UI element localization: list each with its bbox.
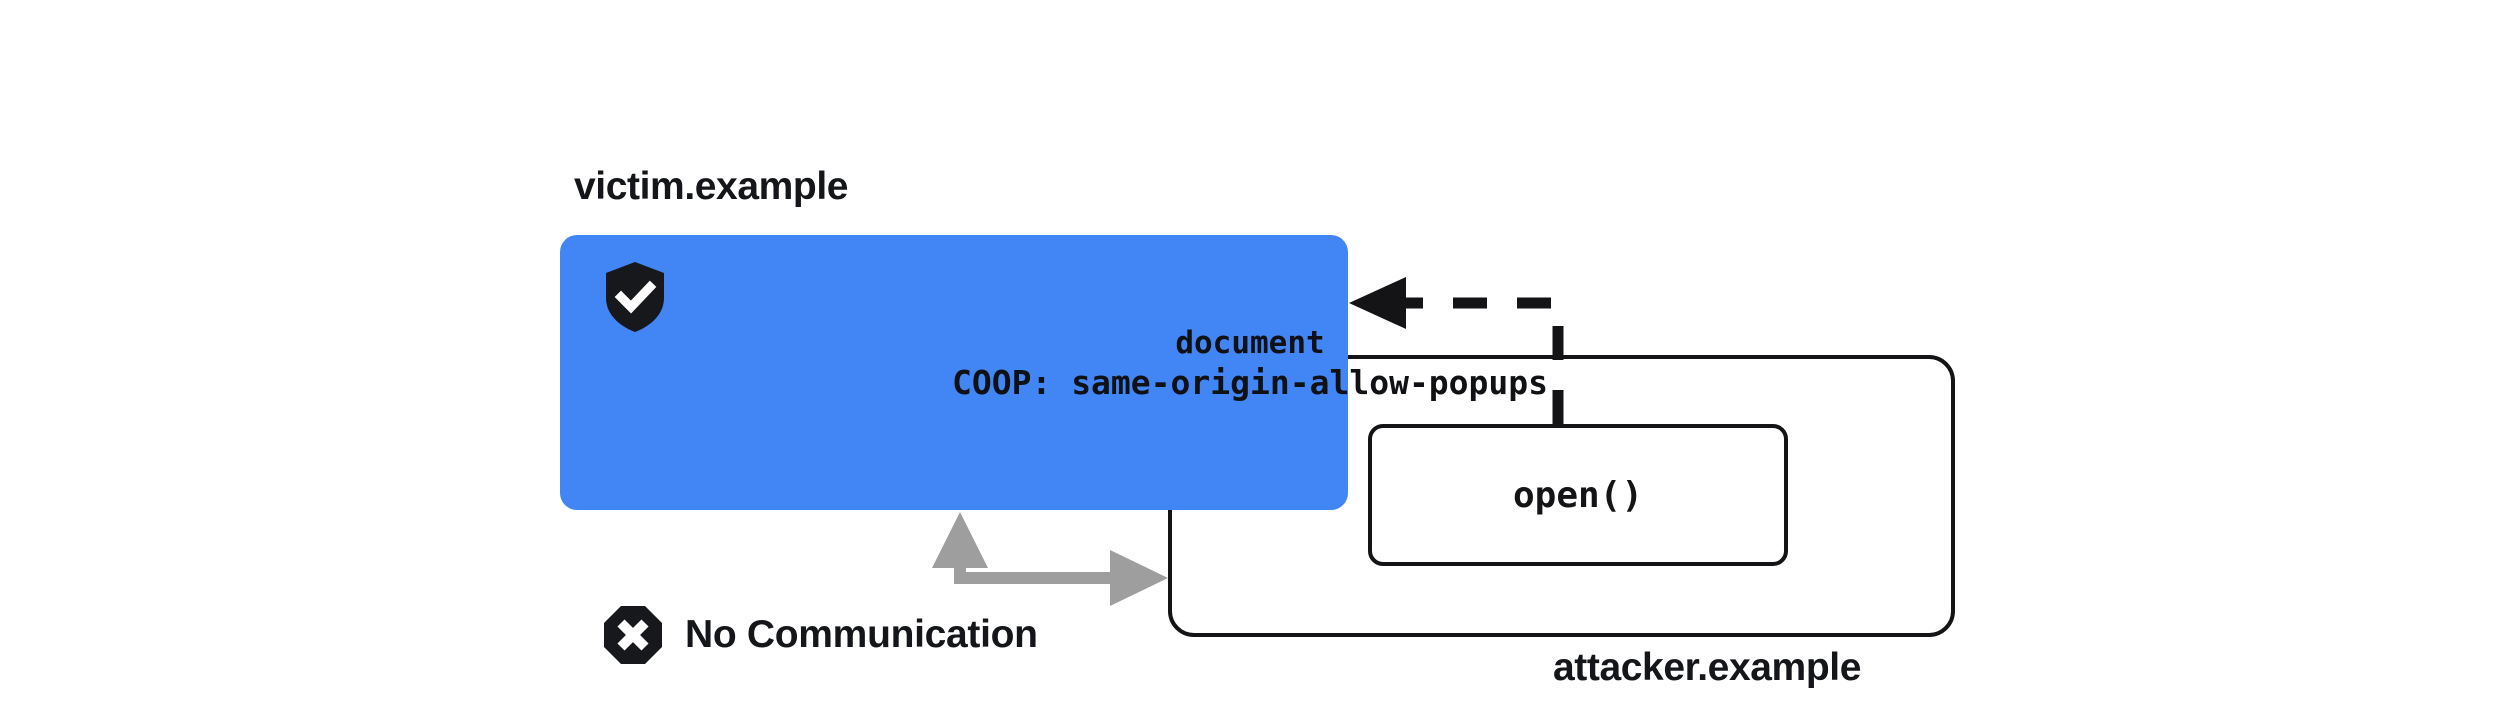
- octagon-x-icon: [604, 606, 662, 664]
- victim-document-box: [560, 235, 1348, 510]
- attacker-origin-label: attacker.example: [1553, 646, 1861, 689]
- blocked-bidirectional-arrow-icon: [932, 512, 1168, 606]
- shield-check-icon: [606, 262, 664, 332]
- no-communication-group: No Communication: [604, 603, 1038, 667]
- open-call-box: open(): [1368, 424, 1788, 566]
- victim-origin-label: victim.example: [574, 165, 849, 208]
- open-call-label: open(): [1512, 474, 1644, 516]
- no-communication-label: No Communication: [685, 613, 1038, 656]
